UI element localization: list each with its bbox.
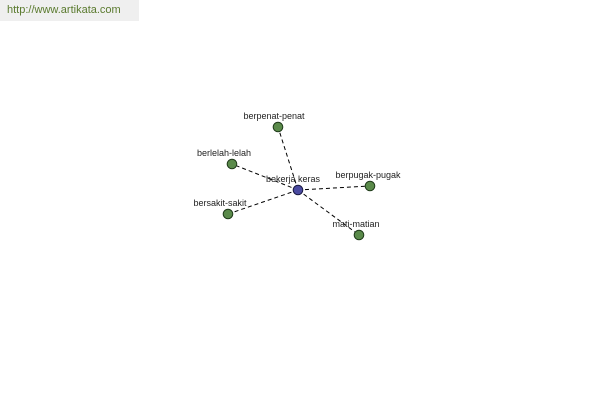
node-label: berpenat-penat (243, 111, 305, 121)
nodes-group: berpenat-penat berlelah-lelah berpugak-p… (193, 111, 401, 241)
node-dot (364, 180, 376, 192)
node-dot (222, 208, 234, 220)
node-dot (272, 121, 284, 133)
center-node-dot (292, 184, 304, 196)
node-label: bersakit-sakit (193, 198, 247, 208)
edges-group (227, 126, 371, 236)
node-berpenat-penat[interactable]: berpenat-penat (243, 111, 305, 133)
center-node-label: bekerja keras (266, 174, 321, 184)
node-bersakit-sakit[interactable]: bersakit-sakit (193, 198, 247, 220)
node-label: berlelah-lelah (197, 148, 251, 158)
node-mati-matian[interactable]: mati-matian (332, 219, 380, 241)
node-dot (226, 158, 238, 170)
edge-center-n4 (227, 189, 299, 215)
edge-center-n2 (231, 163, 299, 191)
node-dot (353, 229, 365, 241)
node-berlelah-lelah[interactable]: berlelah-lelah (197, 148, 251, 170)
node-berpugak-pugak[interactable]: berpugak-pugak (335, 170, 401, 192)
node-bekerja-keras[interactable]: bekerja keras (266, 174, 321, 196)
node-label: mati-matian (332, 219, 379, 229)
node-label: berpugak-pugak (335, 170, 401, 180)
edge-center-n5 (297, 189, 360, 236)
edge-center-n3 (297, 185, 371, 191)
watermark-link[interactable]: http://www.artikata.com (0, 0, 139, 21)
